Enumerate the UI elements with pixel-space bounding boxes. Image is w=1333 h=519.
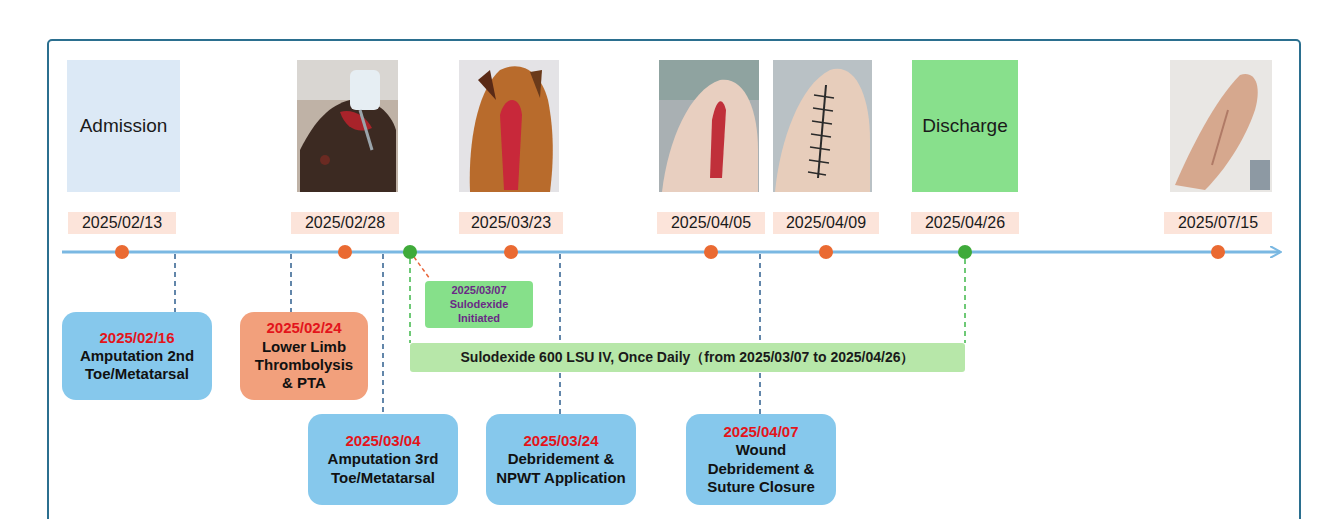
procedure-box: 2025/02/24Lower Limb Thrombolysis & PTA: [240, 312, 368, 400]
drug-dots: [403, 245, 972, 259]
date-label: 2025/04/26: [911, 212, 1019, 234]
label-text: Sulodexide 600 LSU IV, Once Daily（from 2…: [461, 349, 915, 367]
date-text: 2025/03/24: [523, 432, 598, 450]
label-text: 2025/04/05: [671, 214, 751, 232]
wound-photo: [459, 60, 559, 192]
drop-line: [759, 254, 761, 342]
drop-line: [174, 254, 176, 312]
outer-frame: [48, 40, 1300, 519]
label-text: Sulodexide Initiated: [429, 298, 529, 326]
discharge-box: Discharge: [912, 60, 1018, 192]
date-text: 2025/02/16: [99, 329, 174, 347]
event-dots: [115, 245, 1225, 259]
label-text: 2025/04/26: [925, 214, 1005, 232]
label-text: Amputation 3rd Toe/Metatarsal: [316, 450, 450, 487]
timeline-axis: [62, 251, 1280, 254]
admission-box: Admission: [67, 60, 180, 192]
event-dot: [115, 245, 129, 259]
date-label: 2025/04/05: [657, 212, 765, 234]
label-text: Amputation 2nd Toe/Metatarsal: [70, 347, 204, 384]
label-text: Wound Debridement & Suture Closure: [694, 441, 828, 496]
date-text: 2025/02/24: [266, 319, 341, 337]
label-text: 2025/02/28: [305, 214, 385, 232]
label-text: Debridement & NPWT Application: [494, 450, 628, 487]
initiation-note: 2025/03/07Sulodexide Initiated: [425, 281, 533, 328]
drop-line: [290, 254, 292, 312]
drop-lines: [175, 254, 760, 414]
wound-photo: [297, 60, 398, 192]
date-label: 2025/02/13: [68, 212, 176, 234]
green-drops: [410, 259, 965, 343]
procedure-box: 2025/04/07Wound Debridement & Suture Clo…: [686, 414, 836, 505]
healed-foot-photo: [1170, 60, 1272, 192]
label-text: Discharge: [922, 115, 1008, 137]
wound-photo: [773, 60, 872, 192]
drop-line: [759, 373, 761, 414]
label-text: 2025/02/13: [82, 214, 162, 232]
event-dot: [338, 245, 352, 259]
procedure-box: 2025/02/16Amputation 2nd Toe/Metatarsal: [62, 312, 212, 400]
date-text: 2025/03/07: [451, 284, 506, 298]
date-label: 2025/03/23: [459, 212, 563, 234]
leader-line: [414, 257, 430, 279]
procedure-box: 2025/03/24Debridement & NPWT Application: [486, 414, 636, 505]
event-dot: [504, 245, 518, 259]
drug-dot: [403, 245, 417, 259]
procedure-box: 2025/03/04Amputation 3rd Toe/Metatarsal: [308, 414, 458, 505]
label-text: Admission: [80, 115, 168, 137]
drop-line: [559, 373, 561, 414]
drop-line: [409, 259, 411, 343]
date-text: 2025/04/07: [723, 423, 798, 441]
label-text: Lower Limb Thrombolysis & PTA: [248, 338, 360, 393]
medication-bar: Sulodexide 600 LSU IV, Once Daily（from 2…: [410, 343, 965, 372]
date-label: 2025/02/28: [291, 212, 399, 234]
date-text: 2025/03/04: [345, 432, 420, 450]
event-dot: [704, 245, 718, 259]
label-text: 2025/07/15: [1178, 214, 1258, 232]
drop-line: [559, 254, 561, 342]
date-label: 2025/07/15: [1164, 212, 1272, 234]
event-dot: [819, 245, 833, 259]
event-dot: [1211, 245, 1225, 259]
drop-line: [964, 259, 966, 343]
drop-line: [382, 254, 384, 414]
label-text: 2025/04/09: [786, 214, 866, 232]
wound-photo: [659, 60, 759, 192]
label-text: 2025/03/23: [471, 214, 551, 232]
drug-dot: [958, 245, 972, 259]
date-label: 2025/04/09: [773, 212, 879, 234]
